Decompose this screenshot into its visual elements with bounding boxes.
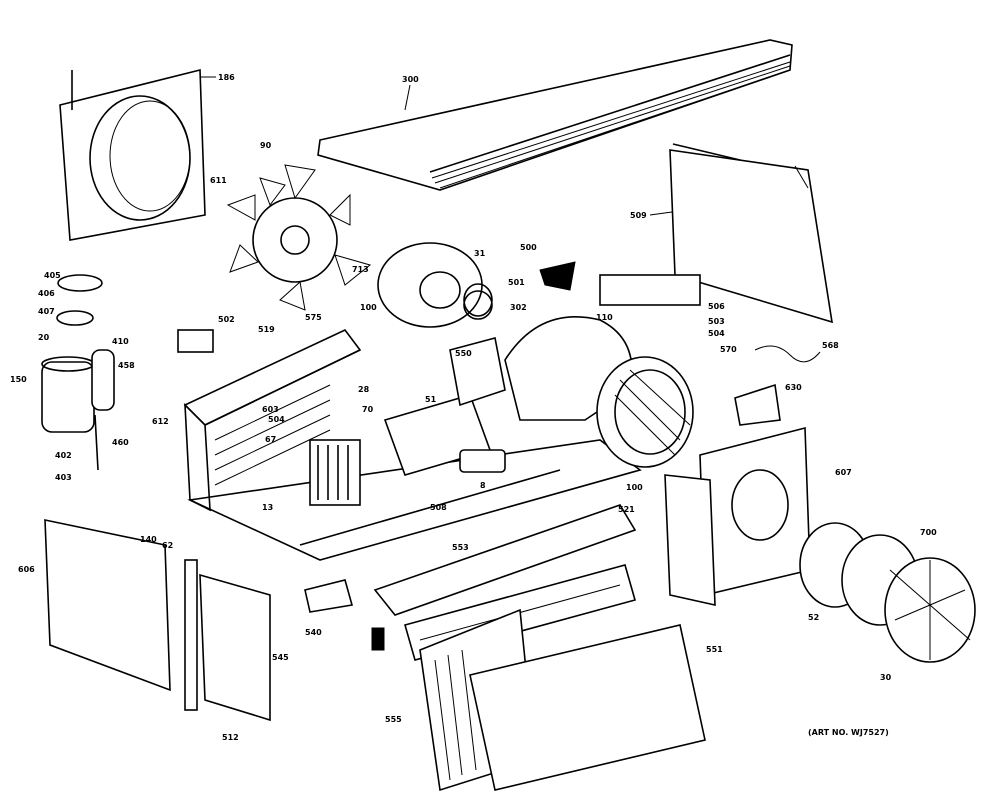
callout-458: 458	[118, 361, 135, 370]
callout-402: 402	[55, 451, 72, 460]
callout-607: 607	[835, 468, 852, 477]
side-panel-right	[669, 143, 833, 324]
callout-504b: 504	[268, 415, 285, 424]
callout-540: 540	[305, 628, 322, 637]
callout-460: 460	[112, 438, 129, 447]
heater-element	[309, 439, 361, 506]
callout-500: 500	[520, 243, 537, 252]
callout-570: 570	[720, 345, 737, 354]
callout-606: 606	[18, 565, 35, 574]
callout-553: 553	[452, 543, 469, 552]
callout-508: 508	[430, 503, 447, 512]
callout-551: 551	[706, 645, 723, 654]
callout-30: 30	[880, 673, 892, 682]
callout-575: 575	[305, 313, 322, 322]
callout-630: 630	[785, 383, 802, 392]
callout-100b: 100	[626, 483, 643, 492]
callout-302: 302	[510, 303, 527, 312]
callout-407: 407	[38, 307, 55, 316]
callout-506: 506	[708, 302, 725, 311]
callout-410: 410	[112, 337, 129, 346]
callout-405: 405	[44, 271, 61, 280]
callout-550: 550	[455, 349, 472, 358]
fan-blade	[226, 164, 372, 311]
callout-545: 545	[272, 653, 289, 662]
callout-612: 612	[152, 417, 169, 426]
callout-52: 52	[808, 613, 819, 622]
compressor	[41, 274, 115, 471]
callout-713: 713	[352, 265, 369, 274]
callout-700: 700	[920, 528, 937, 537]
callout-403: 403	[55, 473, 72, 482]
art-number-note: (ART NO. WJ7527)	[808, 728, 889, 737]
callout-603: 603	[262, 405, 279, 414]
callout-519: 519	[258, 325, 275, 334]
callout-504: 504	[708, 329, 725, 338]
fan-motor	[377, 242, 493, 328]
base-pan	[183, 328, 642, 561]
callout-67: 67	[265, 435, 276, 444]
callout-512: 512	[222, 733, 239, 742]
callout-110: 110	[596, 313, 613, 322]
callout-521: 521	[618, 505, 635, 514]
callout-501: 501	[508, 278, 525, 287]
front-cover-panel	[469, 624, 706, 791]
capacitor	[459, 449, 506, 473]
callout-13: 13	[262, 503, 273, 512]
condenser-shroud	[59, 68, 206, 241]
top-cover	[317, 39, 793, 191]
callout-502: 502	[218, 315, 235, 324]
callout-406: 406	[38, 289, 55, 298]
callout-503: 503	[708, 317, 725, 326]
callout-90: 90	[260, 141, 272, 150]
bulkhead-panel	[664, 426, 811, 607]
callout-568: 568	[822, 341, 839, 350]
callout-509: 509	[630, 211, 647, 220]
front-grille	[799, 522, 976, 663]
callout-70: 70	[362, 405, 374, 414]
callout-100: 100	[360, 303, 377, 312]
callout-28: 28	[358, 385, 370, 394]
callout-51: 51	[425, 395, 437, 404]
callout-611: 611	[210, 176, 227, 185]
side-panel-left	[44, 519, 171, 692]
callout-186: 186	[218, 73, 235, 82]
callout-150: 150	[10, 375, 27, 384]
filter-frame	[184, 559, 385, 722]
callout-62: 62	[162, 541, 173, 550]
callout-300: 300	[402, 75, 419, 84]
callout-20: 20	[38, 333, 50, 342]
callout-31: 31	[474, 249, 486, 258]
callout-8: 8	[480, 481, 486, 490]
part-callouts: 186 300 90 611 713 31 302 500 501 502 50…	[10, 73, 937, 742]
callout-555: 555	[385, 715, 402, 724]
small-parts	[177, 261, 821, 613]
callout-140: 140	[140, 535, 157, 544]
blower-scroll	[504, 316, 694, 468]
